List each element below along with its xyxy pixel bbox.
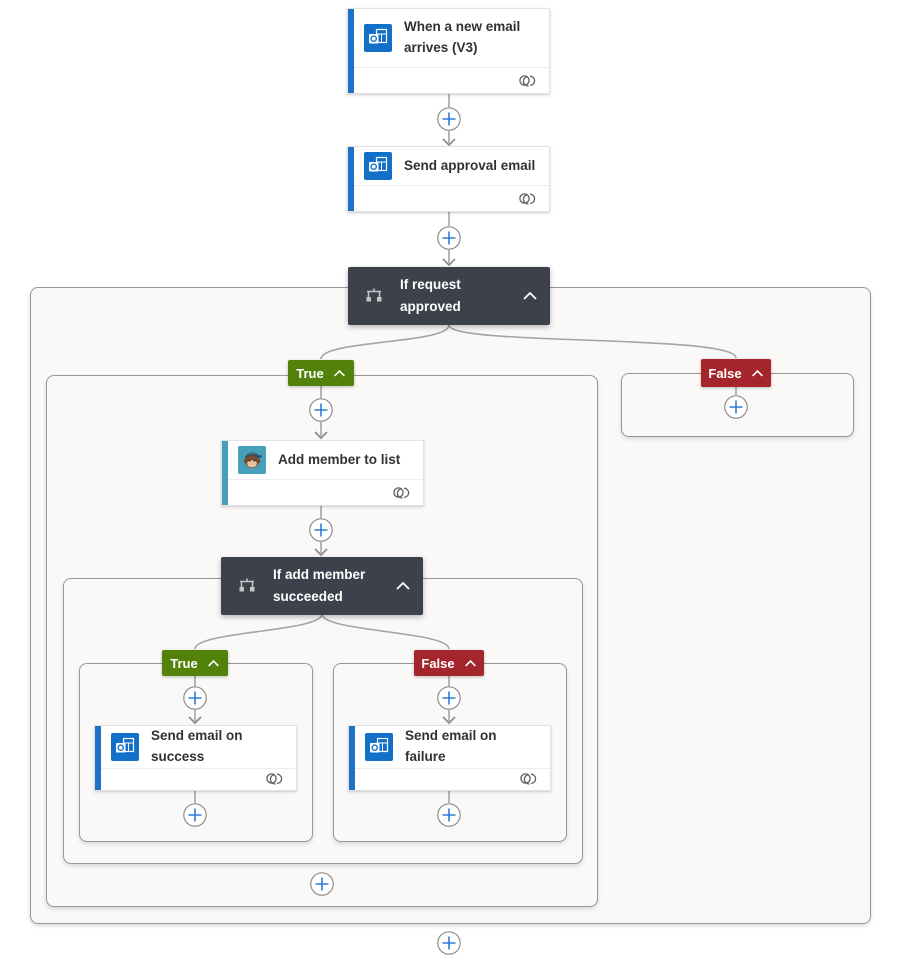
trigger-card-when-new-email-arrives[interactable]: When a new email arrives (V3) [347,8,550,94]
branch-badge-false[interactable]: False [701,359,771,387]
card-title: Send approval email [404,157,536,173]
outlook-icon [111,732,139,761]
condition-title: If request approved [400,277,461,314]
branch-badge-inner-false[interactable]: False [414,650,484,676]
condition-icon [366,288,382,302]
connections-icon [266,773,283,785]
branch-label: False [708,365,742,381]
add-action-button-false-branch[interactable] [724,395,748,419]
chevron-up-icon[interactable] [522,291,538,301]
plus-icon [437,226,461,250]
insert-step-button-5[interactable] [183,686,207,710]
plus-icon [437,686,461,710]
mailchimp-icon [238,446,266,474]
insert-step-button-3[interactable] [309,398,333,422]
add-action-button-after-condition[interactable] [437,931,461,955]
insert-step-button-6[interactable] [437,686,461,710]
connections-icon [393,486,410,499]
insert-step-button-2[interactable] [437,226,461,250]
outlook-icon [365,732,393,761]
chevron-up-icon [207,659,219,667]
outlook-icon [364,152,392,180]
connections-icon [520,773,537,785]
plus-icon [309,398,333,422]
card-accent-bar [95,726,101,790]
branch-badge-true[interactable]: True [288,360,354,386]
plus-icon [183,803,207,827]
add-action-button-true-branch[interactable] [310,872,334,896]
card-title: When a new email arrives (V3) [404,19,521,55]
action-card-add-member-to-list[interactable]: Add member to list [221,440,424,506]
condition-title: If add member succeeded [273,567,366,604]
card-title: Send email on failure [405,728,497,764]
condition-icon [239,578,255,592]
plus-icon [437,107,461,131]
connections-icon [519,74,536,87]
card-accent-bar [222,441,228,505]
branch-label: True [170,655,198,671]
card-accent-bar [348,9,354,93]
chevron-up-icon [751,369,763,377]
outlook-icon [364,24,392,52]
plus-icon [309,518,333,542]
branch-label: False [421,655,455,671]
insert-step-button-4[interactable] [309,518,333,542]
branch-badge-inner-true[interactable]: True [162,650,228,676]
add-action-button-inner-true[interactable] [183,803,207,827]
chevron-up-icon[interactable] [395,581,411,591]
insert-step-button-1[interactable] [437,107,461,131]
condition-card-if-request-approved[interactable]: If request approved [348,267,550,325]
connections-icon [519,192,536,205]
branch-label: True [296,365,324,381]
plus-icon [437,931,461,955]
condition-card-if-add-member-succeeded[interactable]: If add member succeeded [221,557,423,615]
action-card-send-email-on-success[interactable]: Send email on success [94,725,297,791]
add-action-button-inner-false[interactable] [437,803,461,827]
plus-icon [310,872,334,896]
plus-icon [724,395,748,419]
action-card-send-approval-email[interactable]: Send approval email [347,146,550,212]
chevron-up-icon [333,369,345,377]
action-card-send-email-on-failure[interactable]: Send email on failure [348,725,551,791]
chevron-up-icon [464,659,476,667]
card-accent-bar [348,147,354,211]
card-title: Send email on success [151,728,243,764]
card-accent-bar [349,726,355,790]
plus-icon [183,686,207,710]
card-title: Add member to list [278,451,401,467]
plus-icon [437,803,461,827]
